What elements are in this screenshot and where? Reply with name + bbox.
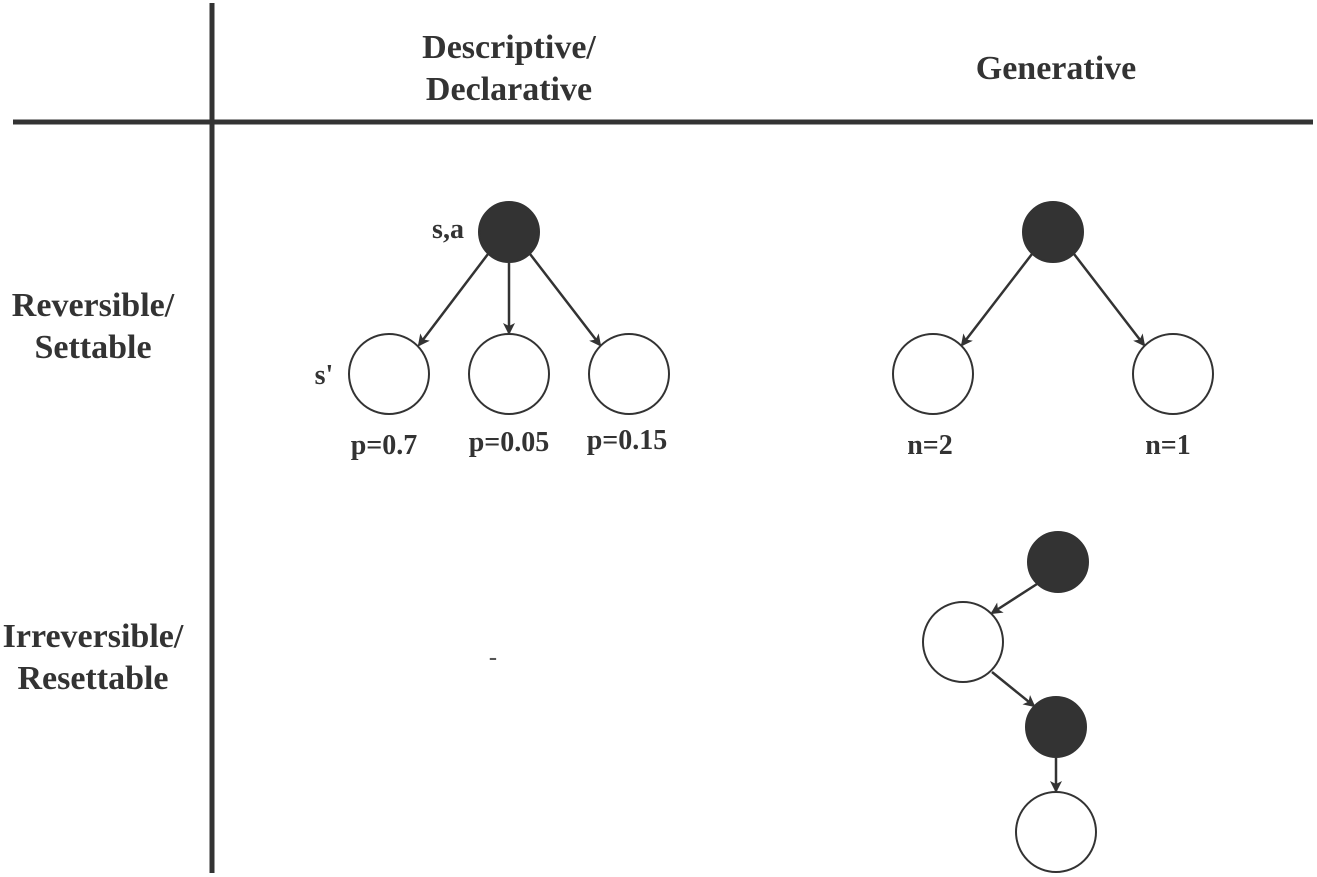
sampled-state-node-1	[892, 333, 974, 415]
probability-label-3: p=0.15	[587, 425, 668, 456]
column-header-descriptive-line1: Descriptive/	[422, 29, 596, 66]
not-applicable-dash: -	[489, 642, 498, 672]
next-state-label: s'	[315, 360, 334, 391]
next-state-node-3	[588, 333, 670, 415]
irreversible-generative-chain	[922, 531, 1097, 873]
state-action-label: s,a	[432, 214, 464, 245]
edge-root-to-child-3	[529, 253, 602, 347]
reversible-descriptive-tree: s,a s' p=0.7 p=0.05 p=0.15	[315, 201, 670, 461]
chain-empty-node-1	[922, 601, 1004, 683]
edge-root-to-sample-2	[1073, 253, 1146, 347]
edge-root-to-sample-1	[960, 253, 1033, 347]
probability-label-2: p=0.05	[469, 427, 550, 458]
next-state-node-1	[348, 333, 430, 415]
generative-root-node	[1022, 201, 1084, 263]
chain-edge-2	[991, 671, 1036, 708]
sampled-state-node-2	[1132, 333, 1214, 415]
column-header-generative: Generative	[976, 50, 1137, 87]
row-header-reversible-line1: Reversible/	[12, 287, 175, 324]
edge-root-to-child-1	[417, 253, 489, 347]
chain-filled-node-1	[1027, 531, 1089, 593]
chain-edge-1	[990, 582, 1038, 615]
row-header-reversible-line2: Settable	[34, 329, 151, 366]
row-header-irreversible-line2: Resettable	[17, 660, 168, 697]
next-state-node-2	[468, 333, 550, 415]
probability-label-1: p=0.7	[351, 430, 418, 461]
row-header-irreversible-line1: Irreversible/	[3, 618, 184, 655]
chain-filled-node-2	[1025, 696, 1087, 758]
count-label-2: n=1	[1145, 430, 1191, 461]
count-label-1: n=2	[907, 430, 953, 461]
reversible-generative-tree: n=2 n=1	[892, 201, 1214, 461]
chain-empty-node-2	[1015, 791, 1097, 873]
state-action-node	[478, 201, 540, 263]
column-header-descriptive-line2: Declarative	[426, 71, 592, 108]
